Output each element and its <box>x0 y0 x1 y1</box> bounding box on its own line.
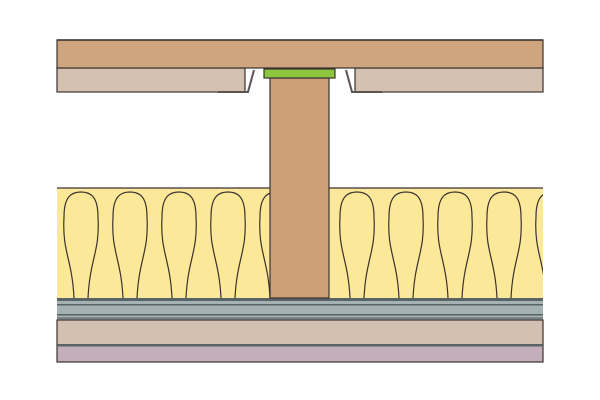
resilient-channel-left <box>218 69 255 93</box>
insulation-fiber-loop <box>437 191 473 298</box>
membrane-top-line <box>57 298 543 301</box>
membrane-line <box>57 317 543 319</box>
finish-layer <box>56 344 544 363</box>
insulation-fiber-loop <box>339 191 375 298</box>
insulation-fiber-loop <box>112 191 148 298</box>
finish-separator <box>57 344 543 347</box>
insulation-fiber-loop <box>210 191 246 298</box>
plasterboard-layer <box>56 319 544 346</box>
acoustic-strip <box>263 68 336 79</box>
insulation-fiber-loop <box>535 194 543 276</box>
resilient-channel-right <box>345 69 382 93</box>
insulation-fiber-loop <box>388 191 424 298</box>
floor-deck <box>56 39 544 69</box>
membrane-line <box>57 314 543 316</box>
membrane-line <box>57 304 543 306</box>
membrane-layer <box>57 298 543 320</box>
insulation-fiber-loop <box>486 191 522 298</box>
joist <box>269 77 330 299</box>
ceiling-board-right <box>354 67 544 93</box>
ceiling-board-left <box>56 67 246 93</box>
insulation-fiber-loop <box>161 191 197 298</box>
insulation-fiber-loop <box>63 191 99 298</box>
insulation-fiber-loop <box>259 192 270 298</box>
